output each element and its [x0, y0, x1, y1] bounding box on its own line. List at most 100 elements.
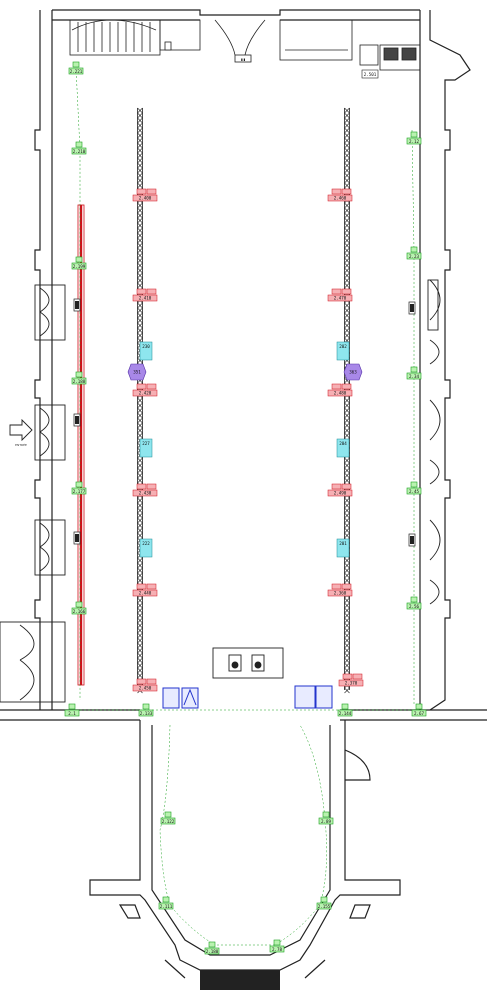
- truss-lacing: [344, 512, 350, 519]
- equipment-box-fill: [75, 534, 79, 542]
- truss-lacing: [344, 467, 350, 474]
- truss-lacing: [137, 172, 143, 179]
- truss-lacing: [344, 177, 350, 184]
- truss-lacing: [137, 217, 143, 224]
- truss-lacing: [344, 652, 350, 659]
- truss-lacing: [137, 212, 143, 219]
- truss-lacing: [344, 307, 350, 314]
- truss-lacing: [344, 617, 350, 624]
- truss-lacing: [137, 322, 143, 329]
- truss-lacing: [137, 637, 143, 644]
- truss-lacing: [137, 262, 143, 269]
- truss-lacing: [344, 162, 350, 169]
- truss-lacing: [344, 517, 350, 524]
- green-point-label: 2.111: [160, 904, 173, 909]
- truss-lacing: [344, 202, 350, 209]
- green-point-label: 2.56: [409, 604, 420, 609]
- truss-lacing: [344, 642, 350, 649]
- choir-base: [200, 970, 280, 990]
- truss-lacing: [344, 607, 350, 614]
- truss-lacing: [344, 417, 350, 424]
- truss-lacing: [344, 497, 350, 504]
- truss-lacing: [344, 217, 350, 224]
- truss-lacing: [344, 317, 350, 324]
- truss-lacing: [344, 687, 350, 694]
- green-point-marker: [164, 811, 172, 818]
- red-tag-label-box: [132, 589, 158, 597]
- truss-lacing: [344, 422, 350, 429]
- truss-lacing: [344, 172, 350, 179]
- door-tag-text: ▮▮: [240, 57, 245, 62]
- red-tag-label: 2.450: [139, 686, 152, 691]
- cyan-tag-box: [336, 538, 350, 558]
- cyan-tag-label: 230: [142, 344, 150, 349]
- green-point-marker: [410, 481, 418, 488]
- green-point-label: 2.122: [162, 819, 175, 824]
- green-point-box: [337, 709, 353, 717]
- truss-lacing: [137, 307, 143, 314]
- cyan-tag-label: 204: [339, 441, 347, 446]
- top-rooms: [69, 19, 421, 71]
- violet-tag-marker: [343, 363, 363, 381]
- green-point-box: [64, 709, 80, 717]
- truss-lacing: [137, 237, 143, 244]
- truss-lacing: [137, 167, 143, 174]
- choir-cable-route: [159, 724, 327, 946]
- green-point-box: [158, 902, 174, 910]
- red-tag-label: 2.370: [345, 681, 358, 686]
- red-tag-box: [331, 288, 342, 295]
- truss-lacing: [137, 132, 143, 139]
- truss-lacing: [137, 222, 143, 229]
- truss-lacing: [344, 407, 350, 414]
- red-tag-box: [341, 288, 352, 295]
- truss-lacing: [137, 532, 143, 539]
- truss-lacing: [137, 432, 143, 439]
- blue-equipment: [162, 685, 333, 709]
- red-tag-box: [146, 188, 157, 195]
- green-point-box: [71, 147, 87, 155]
- truss-lacing: [137, 477, 143, 484]
- red-tag-label-box: [132, 389, 158, 397]
- truss-lacing: [344, 532, 350, 539]
- truss-lacing: [344, 302, 350, 309]
- truss-lacing: [137, 252, 143, 259]
- green-point-label: 2.199: [73, 264, 86, 269]
- truss-lacing: [137, 207, 143, 214]
- cyan-tag-box: [139, 341, 153, 361]
- truss-lacing: [344, 412, 350, 419]
- red-tag-box: [136, 583, 147, 590]
- green-point-box: [406, 372, 422, 380]
- truss-lacing: [344, 182, 350, 189]
- truss-lacing: [344, 122, 350, 129]
- truss-lacing: [137, 502, 143, 509]
- green-points-layer: 2.2212.2102.1992.1882.1772.1662.12.122.2…: [64, 61, 427, 955]
- left-door-bays: [0, 284, 66, 703]
- green-point-box: [71, 262, 87, 270]
- cyan-tag-label: 227: [142, 441, 150, 446]
- truss-lacing: [137, 647, 143, 654]
- truss-lacing: [344, 322, 350, 329]
- truss-lacing: [137, 517, 143, 524]
- truss-lacing: [137, 272, 143, 279]
- red-tag-box: [341, 188, 352, 195]
- truss-lacing: [344, 557, 350, 564]
- truss-lacing: [344, 152, 350, 159]
- red-tag-label-box: [132, 489, 158, 497]
- red-tag-label: 2.490: [334, 491, 347, 496]
- green-point-marker: [410, 131, 418, 138]
- truss-lacing: [137, 282, 143, 289]
- green-point-label: 2.12: [409, 139, 420, 144]
- red-tag-box: [146, 583, 157, 590]
- truss-lacing: [344, 647, 350, 654]
- green-point-box: [160, 817, 176, 825]
- green-point-label: 2.133: [140, 711, 153, 716]
- left-black-boxes: [73, 298, 416, 547]
- truss-lacing: [344, 572, 350, 579]
- cyan-tag-label: 201: [339, 541, 347, 546]
- green-point-label: 2.23: [409, 254, 420, 259]
- truss-lacing: [137, 147, 143, 154]
- green-point-label: 2.89: [321, 819, 332, 824]
- truss-lacing: [344, 127, 350, 134]
- truss-lacing: [344, 327, 350, 334]
